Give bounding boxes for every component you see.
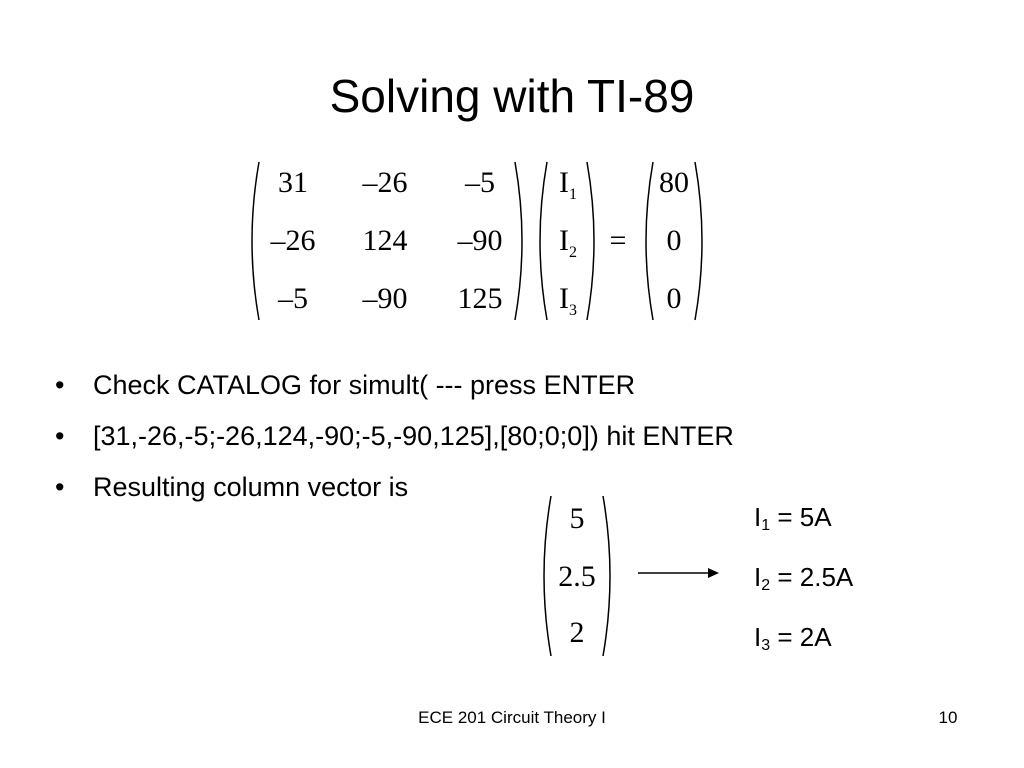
result-cell-2: 2.5	[558, 560, 596, 593]
matrix-cell-3-1: –5	[278, 282, 308, 315]
equals-sign: =	[609, 224, 627, 257]
footer-course: ECE 201 Circuit Theory I	[418, 708, 606, 727]
slide-title: Solving with TI-89	[329, 70, 695, 122]
matrix-cell-1-1: 31	[278, 166, 308, 199]
matrix-cell-2-3: –90	[457, 224, 503, 257]
result-i3: I3 = 2A	[754, 622, 832, 654]
matrix-cell-3-3: 125	[457, 282, 503, 315]
unknown-right-paren	[584, 160, 604, 322]
bullet-list: •Check CATALOG for simult( --- press ENT…	[55, 365, 734, 518]
unknown-i1: I1	[559, 166, 577, 204]
bullet-item: •Check CATALOG for simult( --- press ENT…	[55, 365, 734, 416]
matrix-cell-1-2: –26	[362, 166, 408, 199]
result-right-paren	[600, 494, 620, 658]
matrix-right-paren	[512, 160, 532, 322]
matrix-cell-2-2: 124	[362, 224, 408, 257]
footer-page-number: 10	[938, 708, 958, 727]
rhs-cell-2: 0	[666, 224, 682, 257]
matrix-cell-3-2: –90	[362, 282, 408, 315]
matrix-cell-1-3: –5	[465, 166, 495, 199]
arrow-right-icon	[638, 566, 720, 585]
result-cell-1: 5	[569, 502, 585, 535]
unknown-i3: I3	[559, 282, 577, 320]
unknown-i2: I2	[559, 224, 577, 262]
bullet-item: •[31,-26,-5;-26,124,-90;-5,-90,125],[80;…	[55, 416, 734, 467]
result-left-paren	[534, 494, 554, 658]
result-i1: I1 = 5A	[754, 502, 832, 534]
unknown-left-paren	[530, 160, 550, 322]
matrix-left-paren	[242, 160, 262, 322]
matrix-cell-2-1: –26	[270, 224, 316, 257]
rhs-right-paren	[692, 160, 712, 322]
rhs-cell-1: 80	[659, 166, 689, 199]
rhs-left-paren	[636, 160, 656, 322]
result-cell-3: 2	[569, 616, 585, 649]
bullet-item: •Resulting column vector is	[55, 467, 734, 518]
bullet-dot-icon: •	[55, 421, 65, 451]
result-i2: I2 = 2.5A	[754, 562, 854, 594]
bullet-dot-icon: •	[55, 472, 65, 502]
bullet-dot-icon: •	[55, 370, 65, 400]
rhs-cell-3: 0	[666, 282, 682, 315]
